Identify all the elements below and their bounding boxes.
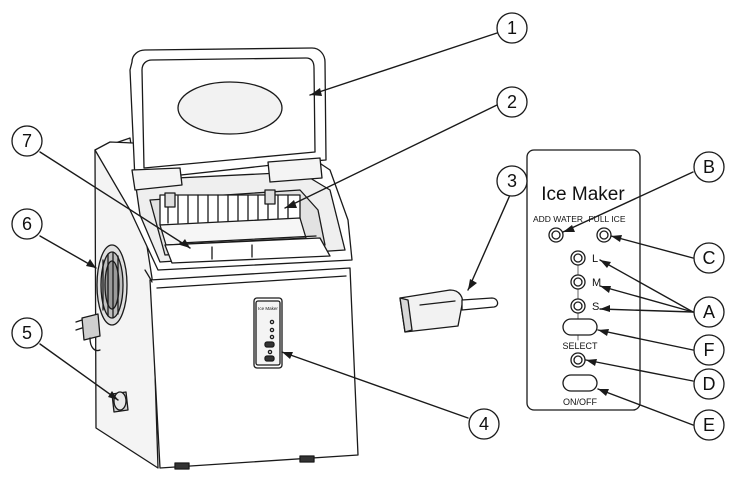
- control-panel: Ice Maker ADD WATER FULL ICE L M S: [526, 149, 641, 411]
- leader-1: [309, 32, 498, 96]
- power-indicator: [570, 352, 586, 368]
- leader-lines: [39, 32, 694, 426]
- full-ice-indicator: [596, 227, 612, 243]
- add-water-indicator: [548, 227, 564, 243]
- size-m-label: M: [592, 277, 601, 289]
- callout-3-label: 3: [507, 171, 517, 191]
- leader-5-arrow: [108, 391, 118, 400]
- evaporator-fingers: [159, 189, 307, 246]
- leader-a-l: [599, 259, 694, 313]
- callout-a: A: [693, 296, 725, 328]
- callout-b-label: B: [703, 157, 715, 177]
- leader-7: [39, 151, 191, 249]
- size-l-indicator: [570, 250, 586, 266]
- callout-1: 1: [496, 12, 528, 44]
- mini-control-panel: Ice Maker: [253, 297, 283, 369]
- on-off-label: ON/OFF: [563, 397, 597, 407]
- leader-c: [610, 235, 694, 259]
- callout-e-label: E: [703, 415, 715, 435]
- callout-e: E: [693, 409, 725, 441]
- callout-7: 7: [11, 125, 43, 157]
- callout-3: 3: [496, 165, 528, 197]
- full-ice-label: FULL ICE: [588, 214, 625, 224]
- size-l-label: L: [592, 253, 598, 265]
- leader-7-arrow: [180, 239, 190, 248]
- add-water-label: ADD WATER: [533, 214, 583, 224]
- leader-6-arrow: [86, 259, 96, 268]
- callout-d-label: D: [703, 374, 716, 394]
- leader-d: [585, 359, 694, 382]
- leader-3: [467, 194, 511, 291]
- leader-c-arrow: [611, 235, 622, 242]
- callout-f: F: [693, 334, 725, 366]
- callout-5-label: 5: [22, 323, 32, 343]
- leader-2-arrow: [285, 200, 297, 208]
- callout-6-label: 6: [22, 214, 32, 234]
- leader-e: [597, 388, 694, 426]
- callout-6: 6: [11, 208, 43, 240]
- callout-1-label: 1: [507, 18, 517, 38]
- mini-panel-title: Ice Maker: [258, 306, 278, 311]
- leader-b-arrow: [563, 225, 575, 232]
- leader-4-arrow: [282, 352, 293, 359]
- callout-f-label: F: [704, 340, 715, 360]
- callout-a-label: A: [703, 302, 715, 322]
- callout-7-label: 7: [22, 131, 32, 151]
- size-m-indicator: [570, 274, 586, 290]
- power-plug: [75, 313, 101, 352]
- callout-5: 5: [11, 317, 43, 349]
- size-s-label: S: [592, 301, 599, 313]
- ice-scoop: [399, 289, 499, 333]
- leader-5: [39, 343, 119, 401]
- on-off-button[interactable]: [562, 374, 598, 392]
- leader-a-m: [599, 285, 694, 313]
- leader-1-arrow: [310, 88, 322, 96]
- leader-3-arrow: [468, 279, 477, 290]
- leader-4: [281, 351, 469, 419]
- select-label: SELECT: [562, 341, 598, 351]
- leader-6: [39, 235, 97, 269]
- panel-title: Ice Maker: [541, 184, 625, 205]
- leader-a-s: [599, 308, 694, 313]
- callout-4-label: 4: [479, 414, 489, 434]
- leader-2: [284, 104, 498, 209]
- side-fan-vent: [96, 244, 128, 326]
- leader-f: [597, 329, 694, 351]
- ice-basket: [164, 235, 331, 264]
- callout-2: 2: [496, 86, 528, 118]
- callout-d: D: [693, 368, 725, 400]
- callout-c-label: C: [703, 248, 716, 268]
- callout-2-label: 2: [507, 92, 517, 112]
- callout-c: C: [693, 242, 725, 274]
- callout-4: 4: [468, 408, 500, 440]
- leader-b: [562, 171, 694, 233]
- select-button[interactable]: [562, 318, 598, 336]
- lid: [129, 47, 327, 191]
- callout-b: B: [693, 151, 725, 183]
- size-s-indicator: [570, 298, 586, 314]
